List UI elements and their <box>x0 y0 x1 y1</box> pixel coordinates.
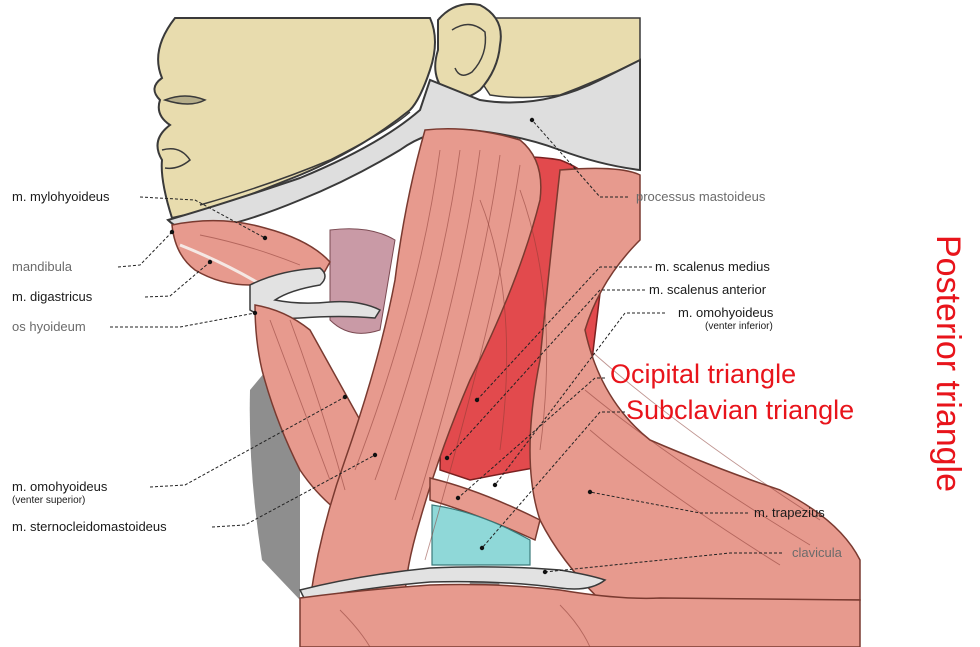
label-subclavian-triangle: Subclavian triangle <box>626 395 855 425</box>
label-clavicula: clavicula <box>792 545 842 560</box>
mandible-edge <box>199 111 411 206</box>
infrahyoid-muscles <box>254 304 361 522</box>
hyoid-bone <box>249 267 382 320</box>
label-scalenus-medius: m. scalenus medius <box>655 259 770 274</box>
mandible-bone <box>166 58 641 232</box>
leader-lines <box>110 119 782 573</box>
label-digastricus: m. digastricus <box>12 289 93 304</box>
clavicle-bone <box>298 566 607 601</box>
nostril <box>162 95 207 105</box>
label-os-hyoideum: os hyoideum <box>12 319 86 334</box>
sternocleidomastoid-muscle <box>309 128 542 601</box>
lips <box>161 148 191 170</box>
label-mandibula: mandibula <box>12 259 72 274</box>
label-omohyoideus-inferior-sub: (venter inferior) <box>705 321 773 332</box>
label-omohyoideus-superior: m. omohyoideus <box>12 479 108 494</box>
label-omohyoideus-superior-sub: (venter superior) <box>12 495 86 506</box>
ear-inner <box>451 23 487 76</box>
label-ocipital-triangle: Ocipital triangle <box>610 359 797 389</box>
muscle-fibers <box>199 149 821 647</box>
subclavian-area <box>431 504 531 566</box>
label-sternocleidomastoideus: m. sternocleidomastoideus <box>12 519 167 534</box>
label-posterior-triangle: Posterior triangle <box>929 235 967 493</box>
label-mylohyoideus: m. mylohyoideus <box>12 189 110 204</box>
leader-dots <box>169 117 593 575</box>
label-processus-mastoideus: processus mastoideus <box>636 189 766 204</box>
label-omohyoideus-inferior: m. omohyoideus <box>678 305 774 320</box>
omohyoid-inferior <box>429 477 541 542</box>
chest-muscles <box>299 583 861 647</box>
label-trapezius: m. trapezius <box>754 505 825 520</box>
label-scalenus-anterior: m. scalenus anterior <box>649 282 767 297</box>
